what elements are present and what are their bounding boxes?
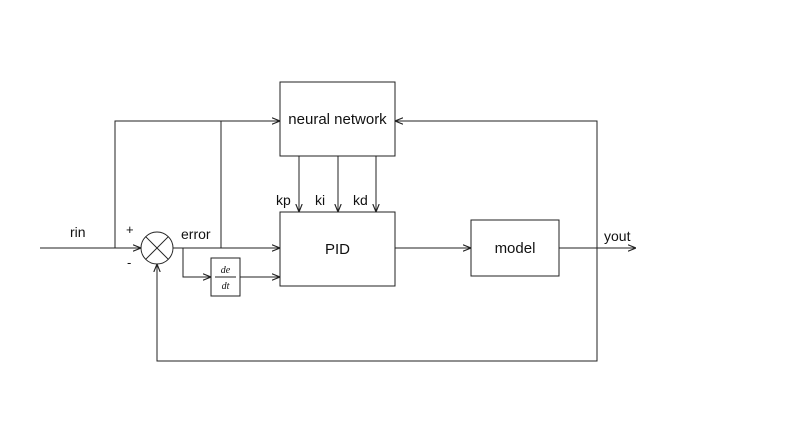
error-label: error: [181, 226, 211, 242]
minus-sign: -: [127, 255, 131, 270]
derivative-denominator: dt: [222, 281, 230, 292]
kd-label: kd: [353, 192, 368, 208]
derivative-numerator: de: [221, 265, 231, 276]
rin-label: rin: [70, 224, 86, 240]
kp-label: kp: [276, 192, 291, 208]
summing-cross-2: [145, 236, 169, 260]
yout-to-nn-line: [395, 121, 598, 248]
pid-label: PID: [325, 241, 350, 258]
feedback-line: [157, 248, 598, 362]
ki-label: ki: [315, 192, 325, 208]
neural-network-label: neural network: [288, 111, 387, 128]
model-label: model: [495, 240, 536, 257]
yout-label: yout: [604, 228, 631, 244]
rin-to-nn-line: [114, 121, 280, 248]
error-to-derivative-line: [182, 248, 211, 277]
plus-sign: +: [126, 222, 134, 237]
